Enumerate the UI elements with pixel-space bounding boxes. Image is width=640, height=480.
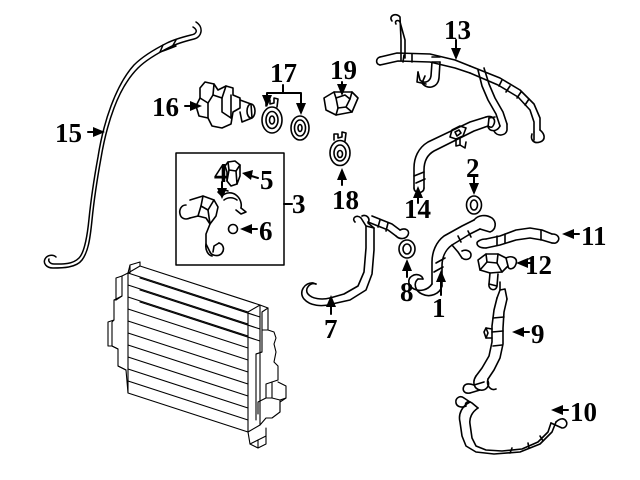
part-coolant-valve-16 <box>195 81 256 129</box>
part-grommet-18 <box>329 131 351 167</box>
part-heater-hose-10 <box>455 396 568 455</box>
part-main-hose-harness-13 <box>375 13 545 144</box>
part-hose-in-box <box>178 195 225 257</box>
part-radiator-core <box>107 261 287 449</box>
part-lower-radiator-hose-1 <box>408 214 496 297</box>
callout-label-2[interactable]: 2 <box>466 153 480 183</box>
callout-label-5[interactable]: 5 <box>260 165 274 195</box>
part-seal-pair-17 <box>261 97 310 141</box>
part-grommet-seal-8 <box>398 239 416 259</box>
part-coolant-pipe-7 <box>300 214 410 307</box>
part-o-ring-6 <box>227 223 239 235</box>
part-tee-connector-12 <box>477 253 518 291</box>
callout-label-1[interactable]: 1 <box>432 293 446 323</box>
callout-label-19[interactable]: 19 <box>330 55 357 85</box>
callout-label-6[interactable]: 6 <box>259 216 273 246</box>
part-connector-hose-11 <box>476 227 560 249</box>
callout-label-13[interactable]: 13 <box>444 15 471 45</box>
callout-label-14[interactable]: 14 <box>404 194 431 224</box>
callout-label-11[interactable]: 11 <box>581 221 607 251</box>
callout-label-12[interactable]: 12 <box>525 250 552 280</box>
part-overflow-tube-15 <box>43 21 202 269</box>
callout-label-8[interactable]: 8 <box>400 277 414 307</box>
callout-label-3[interactable]: 3 <box>292 189 306 219</box>
callout-label-17[interactable]: 17 <box>270 58 297 88</box>
callout-label-9[interactable]: 9 <box>531 319 545 349</box>
part-bracket-clip-19 <box>323 91 359 116</box>
part-hose-assembly-box-3 <box>175 152 285 266</box>
callout-label-18[interactable]: 18 <box>332 185 359 215</box>
callout-label-4[interactable]: 4 <box>214 158 228 188</box>
callout-label-10[interactable]: 10 <box>570 397 597 427</box>
callout-leaders <box>87 39 580 415</box>
callout-label-7[interactable]: 7 <box>324 314 338 344</box>
callout-label-15[interactable]: 15 <box>55 118 82 148</box>
callout-label-16[interactable]: 16 <box>152 92 179 122</box>
part-upper-hose-14 <box>413 115 496 194</box>
part-heater-hose-9 <box>462 281 508 394</box>
part-o-ring-2 <box>465 195 483 215</box>
part-clip-retainer-5 <box>224 160 241 187</box>
